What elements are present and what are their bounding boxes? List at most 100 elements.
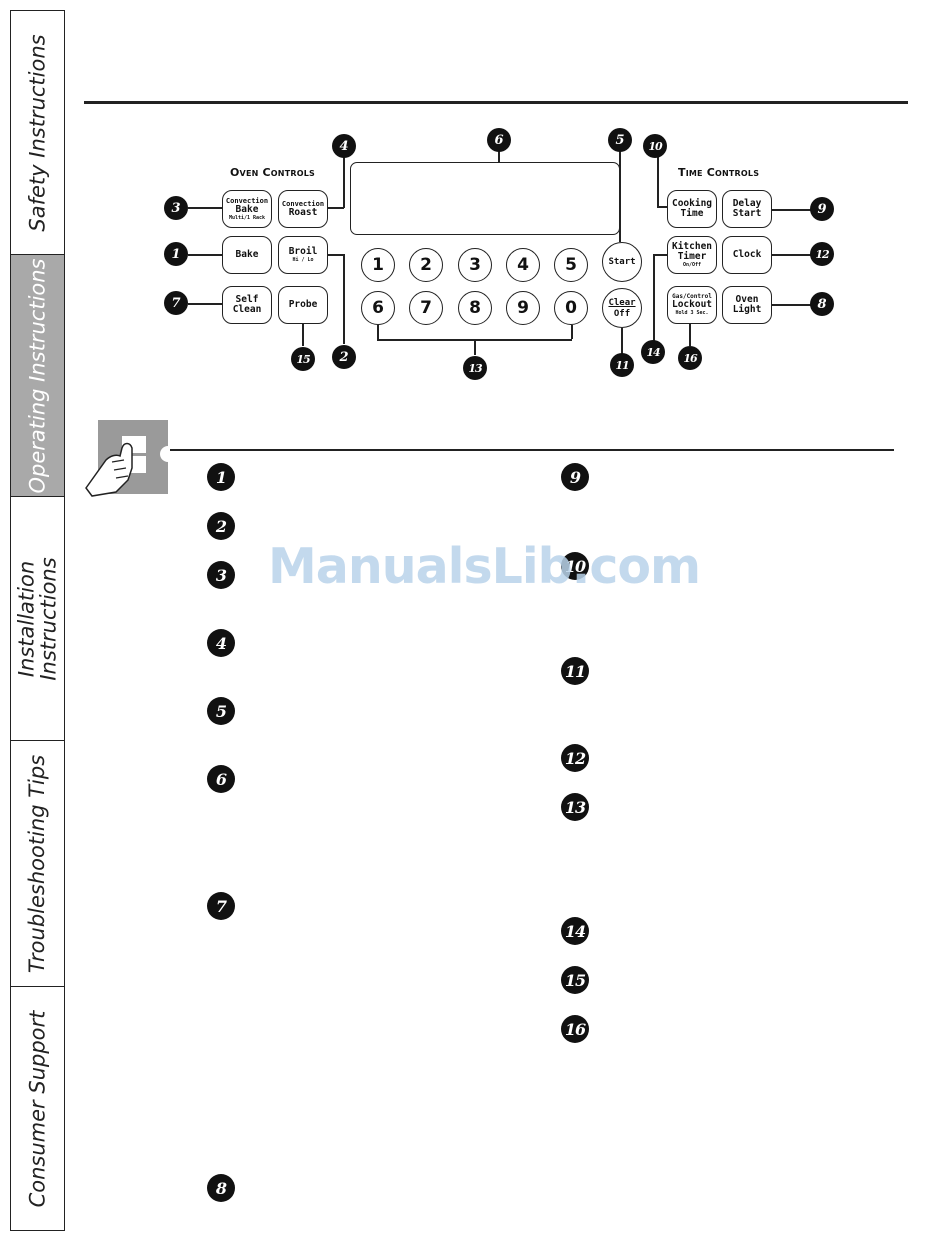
callout-4: 4 (332, 134, 356, 158)
tab-label: Troubleshooting Tips (25, 754, 50, 973)
keypad-9[interactable]: 9 (506, 291, 540, 325)
convection-roast-button[interactable]: Convection Roast (278, 190, 328, 228)
leader-line (653, 254, 655, 342)
convection-bake-button[interactable]: Convection Bake Multi/1 Rack (222, 190, 272, 228)
callout-1: 1 (164, 242, 188, 266)
cooking-time-button[interactable]: Cooking Time (667, 190, 717, 228)
button-line: Light (732, 304, 762, 315)
tab-label: Operating Instructions (25, 258, 50, 493)
keypad-6[interactable]: 6 (361, 291, 395, 325)
button-line: On/Off (682, 262, 702, 268)
list-badge-13: 13 (561, 793, 589, 821)
keypad-5[interactable]: 5 (554, 248, 588, 282)
self-clean-button[interactable]: Self Clean (222, 286, 272, 324)
callout-14: 14 (641, 340, 665, 364)
callout-3: 3 (164, 196, 188, 220)
start-button[interactable]: Start (602, 242, 642, 282)
pointing-hand-icon (85, 420, 174, 497)
keypad-7[interactable]: 7 (409, 291, 443, 325)
button-line: Off (613, 308, 631, 319)
section-tabs: Safety Instructions Operating Instructio… (10, 10, 67, 1231)
keypad-2[interactable]: 2 (409, 248, 443, 282)
leader-line (657, 150, 659, 206)
button-line: Probe (288, 299, 318, 310)
keypad-8[interactable]: 8 (458, 291, 492, 325)
kitchen-timer-button[interactable]: Kitchen Timer On/Off (667, 236, 717, 274)
broil-button[interactable]: Broil Hi / Lo (278, 236, 328, 274)
button-line: Self (235, 294, 259, 305)
list-badge-11: 11 (561, 657, 589, 685)
header-rule (84, 101, 908, 104)
tab-installation-instructions[interactable]: Installation Instructions (10, 496, 65, 741)
tab-troubleshooting-tips[interactable]: Troubleshooting Tips (10, 740, 65, 987)
leader-line (377, 325, 379, 339)
button-line: Oven (735, 294, 759, 305)
display-window (350, 162, 620, 235)
button-line: Convection (225, 197, 269, 205)
button-line: Start (732, 208, 762, 219)
tab-operating-instructions[interactable]: Operating Instructions (10, 254, 65, 497)
button-line: Start (608, 257, 636, 267)
list-badge-4: 4 (207, 629, 235, 657)
list-badge-9: 9 (561, 463, 589, 491)
button-line: Timer (677, 251, 707, 262)
watermark: ManualsLib.com (268, 538, 701, 595)
leader-line (621, 328, 623, 354)
list-badge-16: 16 (561, 1015, 589, 1043)
clock-button[interactable]: Clock (722, 236, 772, 274)
button-line: Bake (235, 204, 259, 215)
list-badge-5: 5 (207, 697, 235, 725)
leader-line (474, 339, 476, 355)
oven-controls-title: Oven Controls (230, 166, 315, 179)
callout-8: 8 (810, 292, 834, 316)
delay-start-button[interactable]: Delay Start (722, 190, 772, 228)
button-line: Broil (288, 246, 318, 257)
leader-line (772, 209, 812, 211)
keypad-1[interactable]: 1 (361, 248, 395, 282)
callout-2: 2 (332, 345, 356, 369)
callout-13: 13 (463, 356, 487, 380)
callout-10: 10 (643, 134, 667, 158)
leader-line (571, 325, 573, 339)
lockout-button[interactable]: Gas/Control Lockout Hold 3 Sec. (667, 286, 717, 324)
leader-line (689, 324, 691, 346)
tab-label: Safety Instructions (25, 33, 50, 232)
callout-15: 15 (291, 347, 315, 371)
button-line: Convection (281, 200, 325, 208)
button-line: Roast (288, 207, 318, 218)
callout-6: 6 (487, 128, 511, 152)
list-badge-8: 8 (207, 1174, 235, 1202)
clear-off-button[interactable]: Clear Off (602, 288, 642, 328)
bake-button[interactable]: Bake (222, 236, 272, 274)
tab-safety-instructions[interactable]: Safety Instructions (10, 10, 65, 255)
list-badge-6: 6 (207, 765, 235, 793)
callout-16: 16 (678, 346, 702, 370)
callout-7: 7 (164, 291, 188, 315)
button-line: Clear (608, 297, 636, 308)
tab-consumer-support[interactable]: Consumer Support (10, 986, 65, 1231)
time-controls-title: Time Controls (678, 166, 760, 179)
list-badge-3: 3 (207, 561, 235, 589)
list-badge-10: 10 (561, 552, 589, 580)
keypad-4[interactable]: 4 (506, 248, 540, 282)
leader-line (619, 150, 621, 242)
button-line: Clock (732, 249, 762, 260)
tab-label: Consumer Support (25, 1010, 50, 1207)
leader-line (772, 304, 812, 306)
keypad-3[interactable]: 3 (458, 248, 492, 282)
button-line: Kitchen (671, 241, 713, 252)
leader-line (653, 254, 667, 256)
button-line: Delay (732, 198, 762, 209)
section-rule (170, 449, 894, 451)
oven-light-button[interactable]: Oven Light (722, 286, 772, 324)
keypad-0[interactable]: 0 (554, 291, 588, 325)
button-line: Lockout (671, 299, 713, 310)
tab-label: Installation Instructions (14, 556, 61, 681)
probe-button[interactable]: Probe (278, 286, 328, 324)
callout-9: 9 (810, 197, 834, 221)
list-badge-2: 2 (207, 512, 235, 540)
button-line: Hi / Lo (292, 257, 314, 263)
leader-line (657, 206, 667, 208)
leader-line (343, 254, 345, 344)
leader-line (498, 150, 500, 162)
